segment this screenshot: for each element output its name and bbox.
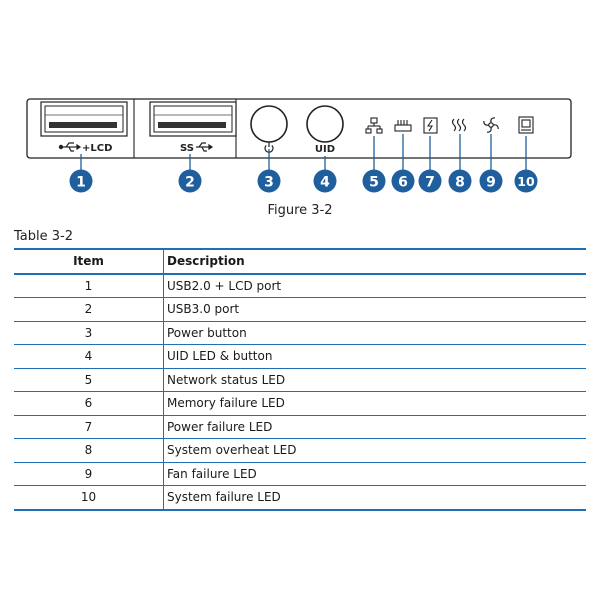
table-label: Table 3-2 — [14, 229, 73, 244]
memory-icon — [394, 120, 412, 132]
uid-label: UID — [315, 144, 335, 155]
callout-1: 1 — [69, 169, 93, 193]
description-cell: UID LED & button — [163, 344, 586, 369]
usb-icon — [58, 142, 82, 152]
svg-text:3: 3 — [264, 175, 274, 191]
callout-8: 8 — [448, 169, 472, 193]
item-cell: 7 — [14, 415, 164, 439]
svg-text:7: 7 — [425, 175, 435, 191]
column-header-item: Item — [14, 248, 164, 275]
item-cell: 1 — [14, 273, 164, 298]
svg-text:10: 10 — [517, 174, 535, 189]
front-panel-figure: +LCD SS UID — [26, 98, 572, 193]
network-icon — [365, 117, 383, 134]
svg-text:5: 5 — [369, 175, 379, 191]
callout-5: 5 — [362, 169, 386, 193]
uid-button — [306, 105, 344, 143]
description-cell: Fan failure LED — [163, 462, 586, 486]
description-cell: Memory failure LED — [163, 391, 586, 416]
description-cell: System failure LED — [163, 485, 586, 511]
svg-text:1: 1 — [76, 175, 86, 191]
callout-3: 3 — [257, 169, 281, 193]
description-cell: Network status LED — [163, 368, 586, 392]
item-cell: 5 — [14, 368, 164, 392]
usb3-port — [149, 101, 237, 137]
svg-text:2: 2 — [185, 175, 195, 191]
item-cell: 6 — [14, 391, 164, 416]
front-panel-outline — [26, 98, 572, 159]
callout-10: 10 — [514, 169, 538, 193]
system-failure-icon — [518, 116, 534, 134]
item-cell: 4 — [14, 344, 164, 369]
overheat-icon — [451, 118, 467, 132]
svg-text:4: 4 — [320, 175, 330, 191]
callout-9: 9 — [479, 169, 503, 193]
usb3-icon: SS — [180, 142, 214, 154]
callout-7: 7 — [418, 169, 442, 193]
callout-2: 2 — [178, 169, 202, 193]
usb-lcd-label: +LCD — [82, 143, 112, 154]
usb-lcd-port — [40, 101, 128, 137]
column-header-description: Description — [163, 248, 586, 275]
callout-leaders — [80, 134, 527, 170]
item-cell: 8 — [14, 438, 164, 463]
item-cell: 9 — [14, 462, 164, 486]
callout-6: 6 — [391, 169, 415, 193]
svg-text:9: 9 — [486, 175, 496, 191]
svg-text:SS: SS — [180, 143, 194, 154]
figure-caption: Figure 3-2 — [267, 203, 333, 218]
description-cell: Power failure LED — [163, 415, 586, 439]
description-cell: Power button — [163, 321, 586, 345]
fan-icon — [483, 117, 499, 133]
item-cell: 10 — [14, 485, 164, 511]
item-cell: 3 — [14, 321, 164, 345]
description-cell: USB3.0 port — [163, 297, 586, 322]
svg-text:6: 6 — [398, 175, 408, 191]
callout-4: 4 — [313, 169, 337, 193]
table-header-row: Item Description — [14, 248, 586, 275]
power-failure-icon — [423, 117, 438, 134]
description-cell: System overheat LED — [163, 438, 586, 463]
power-button — [250, 105, 288, 143]
description-cell: USB2.0 + LCD port — [163, 273, 586, 298]
svg-text:8: 8 — [455, 175, 465, 191]
item-cell: 2 — [14, 297, 164, 322]
